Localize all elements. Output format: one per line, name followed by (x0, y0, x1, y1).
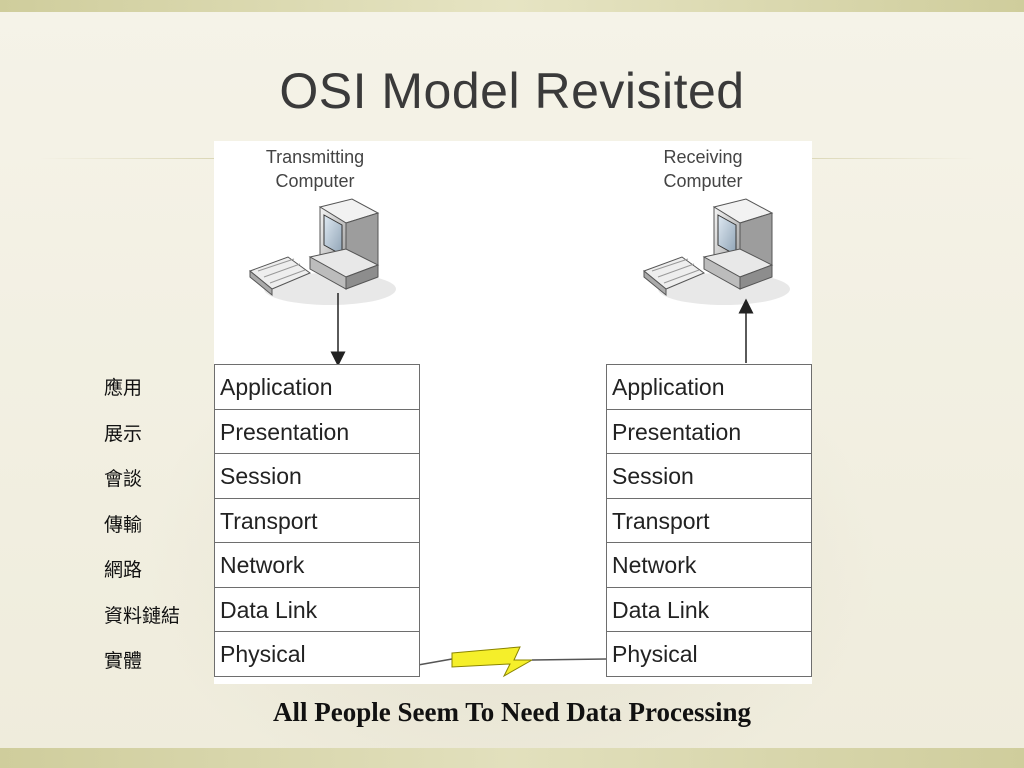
tx-layer-presentation: Presentation (215, 410, 419, 454)
transmitting-computer-icon (249, 198, 396, 305)
receiving-computer-icon (643, 198, 790, 305)
receiving-computer-label: Receiving Computer (618, 145, 788, 193)
cn-label-transport: 傳輸 (104, 513, 143, 536)
osi-diagram: Transmitting Computer Receiving Computer… (214, 141, 812, 684)
receiving-label-line1: Receiving (663, 147, 743, 167)
tx-layer-transport: Transport (215, 499, 419, 543)
lightning-bolt-icon (417, 646, 607, 678)
rx-layer-transport: Transport (607, 499, 811, 543)
rx-layer-network: Network (607, 543, 811, 588)
tx-layer-application: Application (215, 365, 419, 410)
cn-label-network: 網路 (104, 559, 143, 581)
tx-layer-physical: Physical (215, 632, 419, 677)
cn-label-session: 會談 (104, 468, 143, 490)
mnemonic-caption: All People Seem To Need Data Processing (273, 697, 751, 727)
tx-layer-network: Network (215, 543, 419, 588)
rx-layer-session: Session (607, 454, 811, 499)
cn-label-physical: 實體 (104, 650, 143, 672)
receiving-osi-stack: Application Presentation Session Transpo… (606, 364, 812, 677)
chinese-layer-labels: 應用 展示 會談 傳輸 網路 資料鏈結 實體 (104, 364, 214, 683)
rx-layer-physical: Physical (607, 632, 811, 677)
top-band (0, 0, 1024, 12)
tx-layer-session: Session (215, 454, 419, 499)
cn-label-data-link: 資料鏈結 (104, 604, 181, 627)
transmitting-computer-label: Transmitting Computer (230, 145, 400, 193)
rx-layer-application: Application (607, 365, 811, 410)
transmitting-osi-stack: Application Presentation Session Transpo… (214, 364, 420, 677)
bottom-band (0, 748, 1024, 768)
rx-layer-presentation: Presentation (607, 410, 811, 454)
receiving-label-line2: Computer (663, 171, 743, 191)
cn-label-presentation: 展示 (104, 422, 143, 445)
transmitting-label-line2: Computer (275, 171, 355, 191)
diagram-graphics (249, 198, 790, 678)
tx-layer-data-link: Data Link (215, 588, 419, 632)
cn-label-application: 應用 (104, 377, 143, 399)
transmitting-label-line1: Transmitting (265, 147, 365, 167)
rx-layer-data-link: Data Link (607, 588, 811, 632)
slide-title: OSI Model Revisited (279, 63, 745, 119)
